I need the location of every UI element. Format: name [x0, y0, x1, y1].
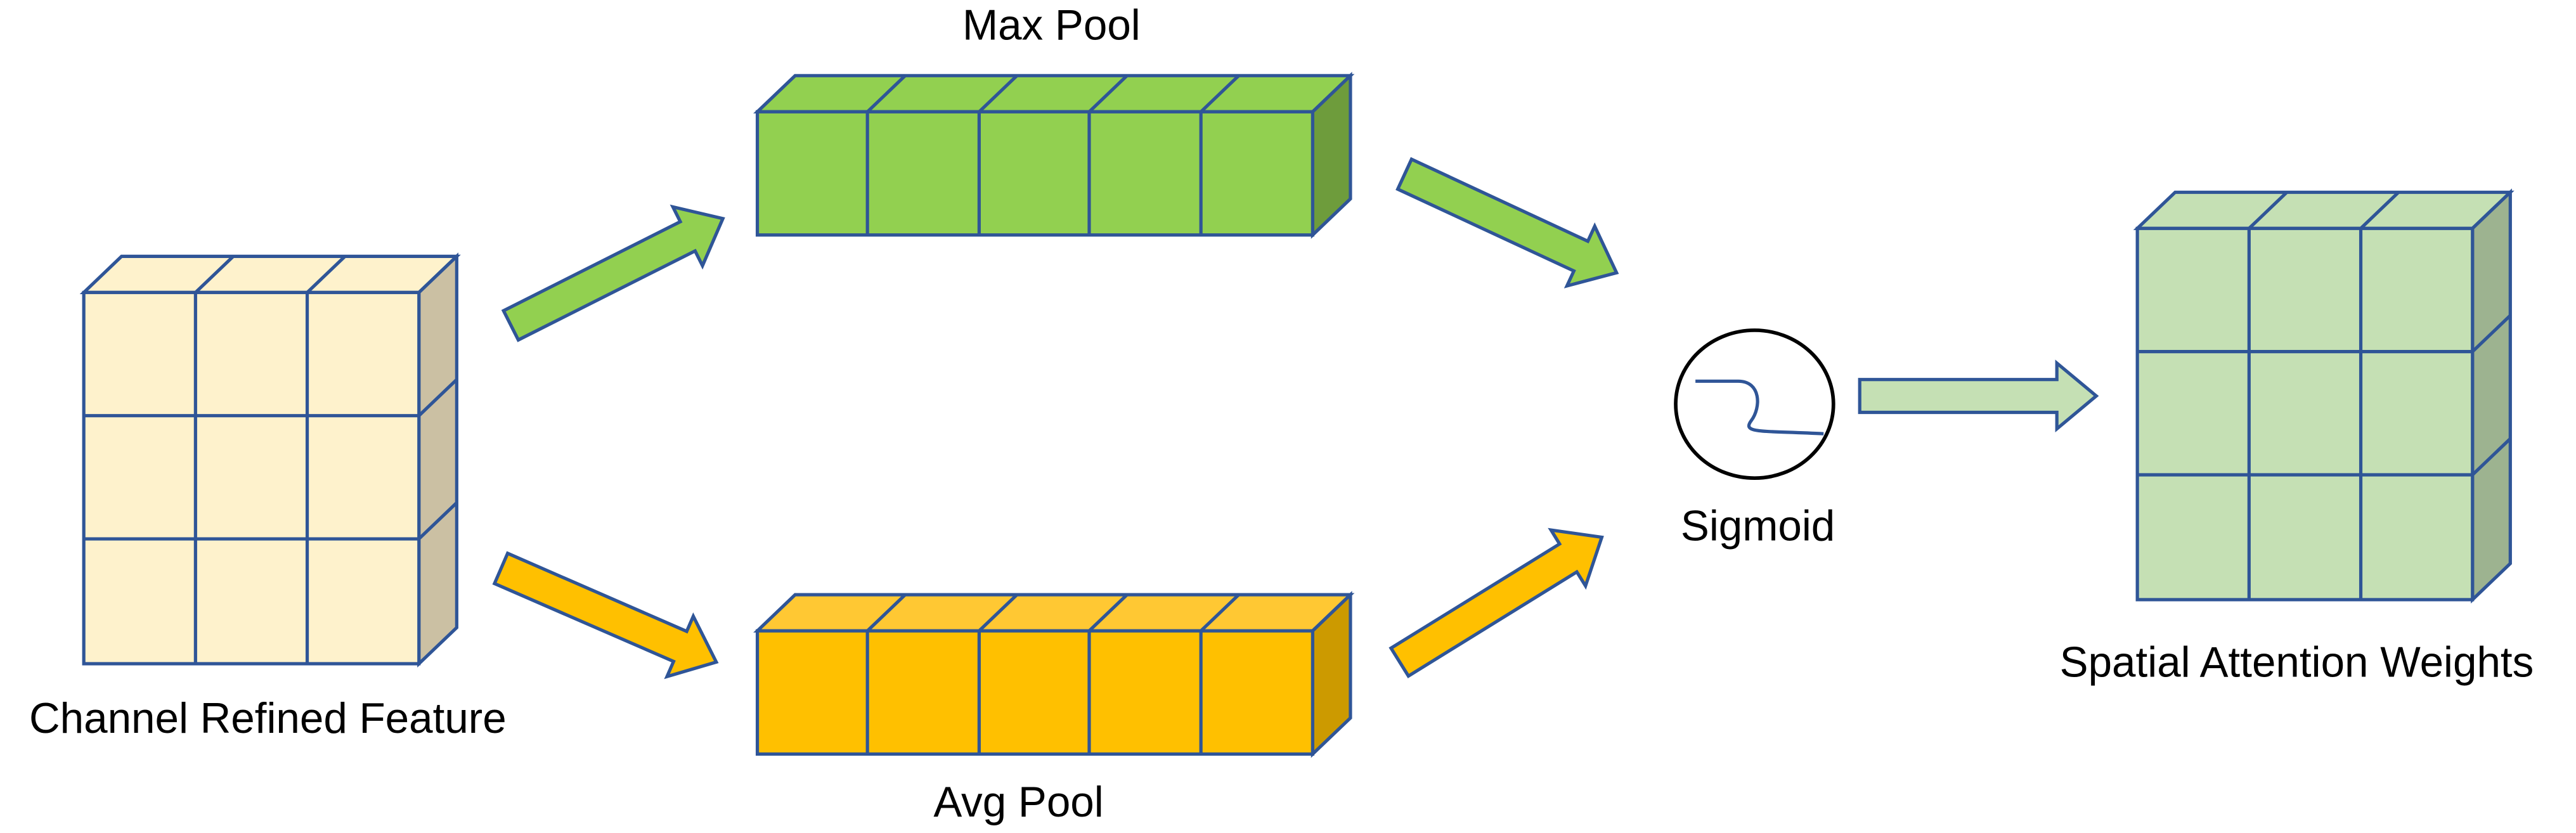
sigmoid-curve — [1695, 379, 1824, 436]
output-weights-label: Spatial Attention Weights — [2060, 639, 2534, 687]
input-cube-grid — [84, 255, 458, 664]
sigmoid-label: Sigmoid — [1681, 503, 1835, 550]
avg-pool-bar — [753, 591, 1355, 758]
avg-pool-top — [753, 593, 1355, 633]
avg-pool-label: Avg Pool — [933, 778, 1103, 826]
input-cube-side — [417, 252, 458, 668]
arrow-max-pool-to-sigmoid — [1395, 157, 1619, 288]
arrow-sigmoid-to-output — [1858, 359, 2099, 432]
input-cube-front — [82, 290, 421, 666]
output-cube-side — [2471, 188, 2512, 604]
input-feature-label: Channel Refined Feature — [29, 695, 507, 742]
max-pool-grid — [865, 74, 1240, 235]
arrow-input-to-avg-pool — [492, 551, 719, 680]
avg-pool-grid — [865, 593, 1240, 754]
max-pool-front — [755, 110, 1314, 237]
avg-pool-front — [755, 629, 1314, 756]
output-cube-top — [2133, 190, 2515, 230]
output-cube-front — [2135, 226, 2475, 602]
input-cube-top — [79, 254, 461, 294]
input-feature-cube — [79, 252, 461, 668]
output-weights-cube — [2133, 188, 2515, 604]
sigmoid-curve-icon — [1674, 328, 1835, 481]
max-pool-label: Max Pool — [962, 1, 1141, 49]
sigmoid-circle — [1674, 328, 1835, 481]
output-cube-grid — [2137, 191, 2512, 600]
arrow-input-to-max-pool — [501, 204, 725, 342]
max-pool-top — [753, 74, 1355, 113]
arrow-avg-pool-to-sigmoid — [1388, 527, 1604, 678]
max-pool-bar — [753, 72, 1355, 239]
